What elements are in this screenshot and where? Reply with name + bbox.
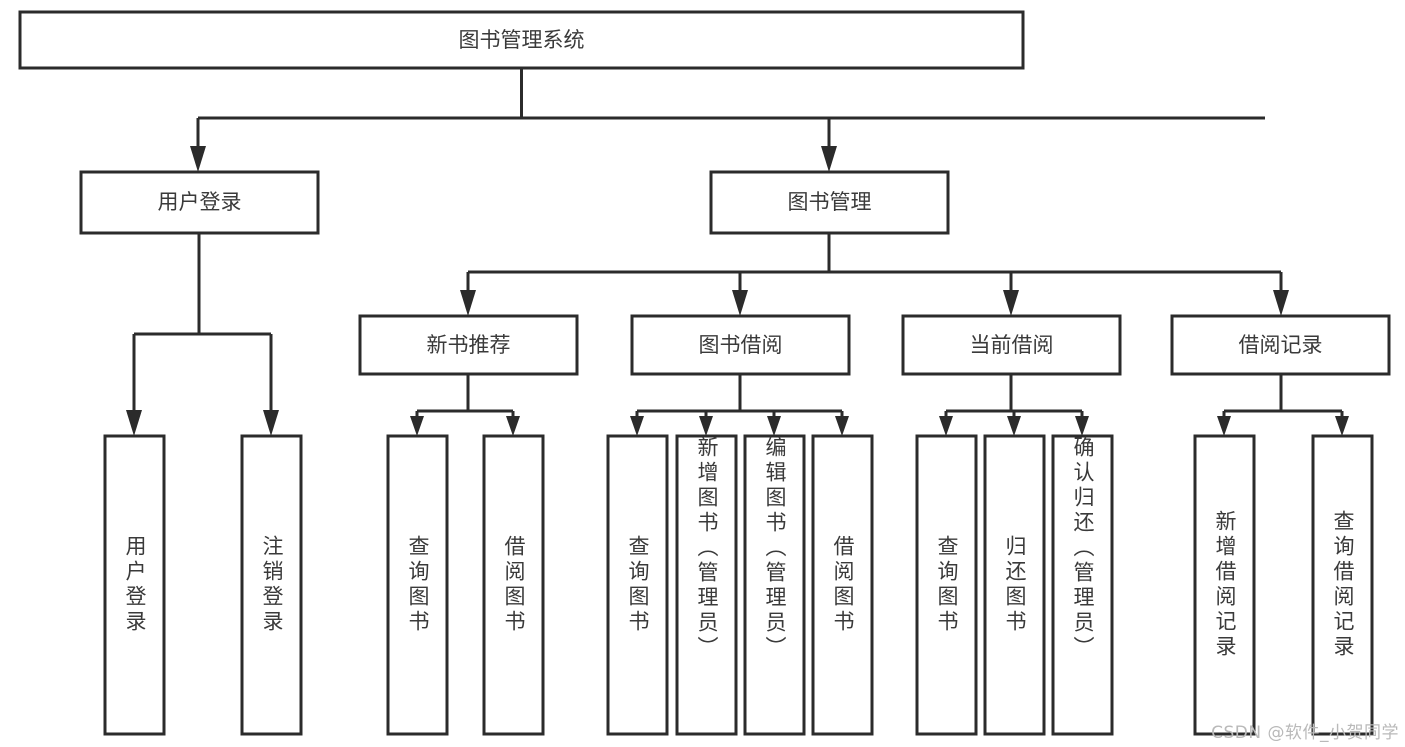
node-user-login[interactable]: 用户登录 xyxy=(79,170,320,235)
node-label: 图书借阅 xyxy=(699,333,783,357)
node-box-rect[interactable] xyxy=(630,314,851,376)
node-label: 借阅记录 xyxy=(1239,333,1323,357)
arrow-head-icon xyxy=(630,416,644,436)
leaf-box-edit-book-admin[interactable] xyxy=(743,434,806,736)
arrow-head-icon xyxy=(1217,416,1231,436)
arrow-head-icon xyxy=(1075,416,1089,436)
leaf-box-query-book-borrow[interactable] xyxy=(606,434,669,736)
leaf-box-add-book-admin[interactable] xyxy=(675,434,738,736)
arrow-head-icon xyxy=(506,416,520,436)
connector-user-login-to-leaves xyxy=(126,233,279,436)
connector-current-borrow-to-leaves xyxy=(939,374,1089,436)
node-box-rect[interactable] xyxy=(18,10,1025,70)
arrow-head-icon xyxy=(460,290,476,316)
node-label: 图书管理 xyxy=(788,190,872,214)
leaf-box-borrow-book[interactable] xyxy=(811,434,874,736)
node-label: 用户登录 xyxy=(158,190,242,214)
arrow-head-icon xyxy=(1335,416,1349,436)
leaf-box-query-book-current[interactable] xyxy=(915,434,978,736)
arrow-head-icon xyxy=(1007,416,1021,436)
leaf-box-confirm-return-admin[interactable] xyxy=(1051,434,1114,736)
connector-book-manage-to-level3 xyxy=(460,233,1289,316)
node-borrow-record[interactable]: 借阅记录 xyxy=(1170,314,1391,376)
node-label: 图书管理系统 xyxy=(459,28,585,52)
arrow-head-icon xyxy=(835,416,849,436)
node-book-borrow[interactable]: 图书借阅 xyxy=(630,314,851,376)
leaf-box-borrow-book-rec[interactable] xyxy=(482,434,545,736)
node-box-rect[interactable] xyxy=(901,314,1122,376)
node-box-rect[interactable] xyxy=(709,170,950,235)
arrow-head-icon xyxy=(732,290,748,316)
arrow-head-icon xyxy=(939,416,953,436)
arrow-head-icon xyxy=(126,410,142,436)
node-box-rect[interactable] xyxy=(1170,314,1391,376)
node-box-rect[interactable] xyxy=(79,170,320,235)
arrow-head-icon xyxy=(190,146,206,172)
watermark: CSDN @软件_小贺同学 xyxy=(1211,723,1399,743)
leaf-box-add-borrow-record[interactable] xyxy=(1193,434,1256,736)
arrow-head-icon xyxy=(410,416,424,436)
node-label: 当前借阅 xyxy=(970,333,1054,357)
arrow-head-icon xyxy=(1003,290,1019,316)
node-current-borrow[interactable]: 当前借阅 xyxy=(901,314,1122,376)
connector-root-to-level2 xyxy=(190,68,1265,172)
node-new-book-recommend[interactable]: 新书推荐 xyxy=(358,314,579,376)
leaf-boxes-group xyxy=(103,434,1374,736)
arrow-head-icon xyxy=(767,416,781,436)
arrow-head-icon xyxy=(263,410,279,436)
connector-book-borrow-to-leaves xyxy=(630,374,849,436)
arrow-head-icon xyxy=(821,146,837,172)
leaf-box-return-book[interactable] xyxy=(983,434,1046,736)
node-label: 新书推荐 xyxy=(427,333,511,357)
leaf-box-logout-login[interactable] xyxy=(240,434,303,736)
connector-borrow-record-to-leaves xyxy=(1217,374,1349,436)
arrow-head-icon xyxy=(1273,290,1289,316)
node-book-management[interactable]: 图书管理 xyxy=(709,170,950,235)
leaf-box-query-borrow-record[interactable] xyxy=(1311,434,1374,736)
leaf-box-query-book-rec[interactable] xyxy=(386,434,449,736)
node-box-rect[interactable] xyxy=(358,314,579,376)
leaf-box-user-login[interactable] xyxy=(103,434,166,736)
node-root-book-management-system[interactable]: 图书管理系统 xyxy=(18,10,1025,70)
connector-new-book-rec-to-leaves xyxy=(410,374,520,436)
arrow-head-icon xyxy=(699,416,713,436)
